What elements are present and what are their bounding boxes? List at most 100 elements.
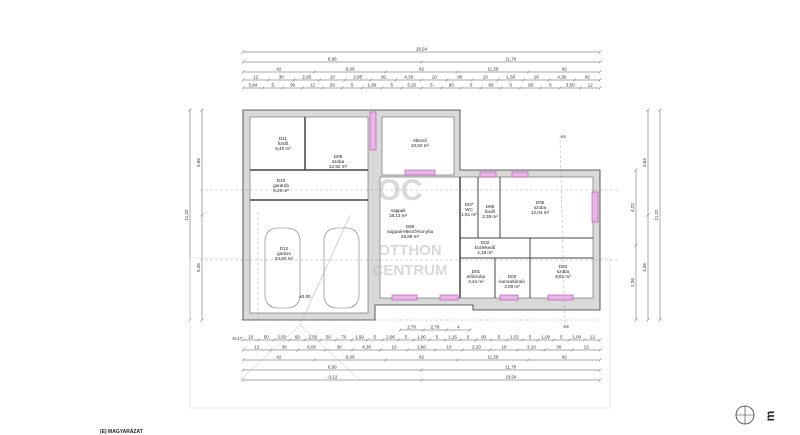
dimension-label: 5 [467,335,470,340]
room-code: D03 [508,274,517,279]
room-area: 10,50 m² [411,143,430,148]
dimension-label: 10 [483,75,489,80]
dimension-tick [241,348,245,352]
dimension-tick [474,338,478,342]
dimension-tick [598,348,602,352]
dimension-tick [360,86,364,90]
dimension-tick [241,60,245,64]
room-name: nappali [391,208,406,213]
dimension-tick [598,358,602,362]
room-area: 6,20 m² [273,188,289,193]
dimension-label: 12 [590,335,596,340]
dimension-tick [646,108,650,112]
dimension-tick [543,348,547,352]
dimension-label: 18,54 [505,375,517,380]
dimension-tick [320,86,325,90]
dimension-tick [634,168,638,172]
dimension-label: 1,15 [448,335,457,340]
dimension-label: 42 [585,75,591,80]
room-name: szoba [534,205,547,210]
dimension-tick [536,338,540,342]
room-area: 3,39 m² [482,214,498,219]
dimension-tick [241,70,245,74]
dimension-tick [419,78,424,82]
dimension-label: 5 [430,83,433,88]
axis-label-bottom: A4 [563,324,569,329]
dimension-label: 90 [290,83,296,88]
dimension-tick [520,338,525,342]
dimension-tick [658,108,662,112]
dimension-label: 2,10 [472,345,481,350]
watermark-oc: OC [378,174,423,207]
dimension-tick [551,338,556,342]
dimension-label: 90 [528,83,534,88]
dimension-tick [496,78,500,82]
dimension-label: 5 [351,83,354,88]
room-area: 8,81 m² [555,274,571,279]
dimension-tick [598,78,602,82]
dimension-tick [365,338,369,342]
dimension-label: 2,95 [302,75,311,80]
dimension-tick [582,338,587,342]
dimension-label: 70 [341,335,347,340]
room-area: 18,13 m² [389,213,408,218]
dimension-tick [488,348,492,352]
dimension-tick [445,78,449,82]
dimension-label: 30 [556,345,562,350]
dimension-label: 10 [392,345,398,350]
dimension-tick [461,348,465,352]
dimension-tick [634,243,638,247]
room-name: étkező [413,138,427,143]
dimension-tick [200,108,204,112]
dimension-tick [444,328,449,332]
svg-text:m: m [763,411,777,422]
room-area: 12,92 m² [329,164,348,169]
dimension-label: 10 [446,345,452,350]
dimension-tick [658,318,662,322]
dimension-tick [300,86,305,90]
dimension-label: 3,10 [407,83,416,88]
dimension-tick [598,70,602,74]
dimension-tick [578,86,582,90]
dimension-label: 10 [534,75,540,80]
dimension-tick [268,348,273,352]
dimension-tick [406,348,410,352]
dimension-tick [292,78,296,82]
dimension-label: 5,86 [196,158,201,167]
dimension-label: 2,70 [407,325,416,330]
dining-area [381,116,455,176]
dimension-tick [421,328,426,332]
dimension-tick [634,318,638,322]
dimension-label: 3,36 [642,263,647,272]
dimension-label: 12 [254,345,260,350]
dimension-tick [266,78,271,82]
dimension-tick [241,78,245,82]
dimension-label: 6,66 [328,365,337,370]
dimension-label: 3,50 [566,83,575,88]
room-area: 26,89 m² [401,234,420,239]
dimension-tick [368,78,373,82]
dimension-tick [419,86,424,90]
room-name: szoba [332,159,345,164]
dimension-tick [378,348,382,352]
dimension-tick [479,86,483,90]
dimension-tick [521,78,526,82]
dimension-label: 12 [584,345,590,350]
level-minus: -0,17 [232,336,243,341]
dimension-tick [241,50,245,54]
room-code: D07 [465,202,474,207]
dimension-tick [318,338,323,342]
dimension-label: 90 [457,75,463,80]
